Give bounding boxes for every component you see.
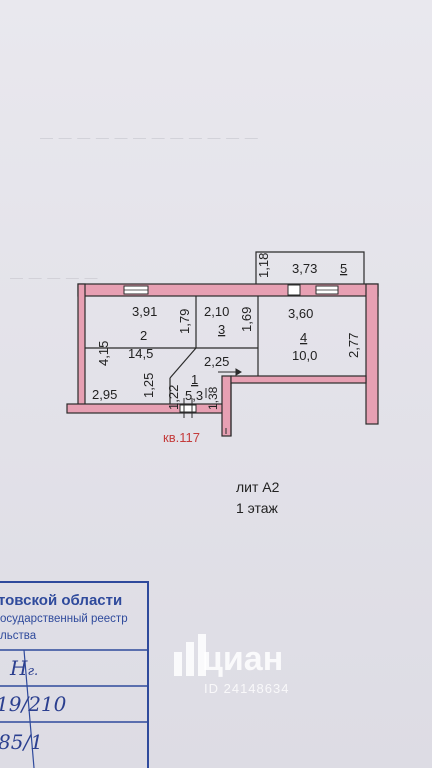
registration-stamp: товской области осударственный реестр ль… [0, 578, 150, 768]
entrance-door [179, 404, 197, 413]
balcony-door [287, 284, 301, 296]
dim-label: 1,38 [206, 386, 220, 410]
partition [169, 347, 197, 379]
room-number: 2 [140, 328, 147, 343]
room-area: 5,3 [185, 388, 203, 403]
dim-label: 1,22 [166, 385, 181, 410]
dim-label: 3,73 [292, 261, 317, 276]
caption-letter: лит А2 [236, 479, 280, 495]
wall-bottom [66, 403, 230, 414]
stamp-handwriting-letter: Н [10, 656, 28, 680]
dim-label: 3,91 [132, 304, 157, 319]
stamp-handwriting: Нг. [10, 656, 38, 680]
dim-label: 2,95 [92, 387, 117, 402]
stamp-line-region: товской области [0, 592, 123, 609]
dim-label: 1,18 [256, 253, 271, 278]
stamp-handwriting-number: 19/210 [0, 692, 67, 716]
wall-corridor [221, 375, 232, 437]
apartment-label: кв.117 [163, 430, 200, 445]
dim-label: 1,25 [141, 373, 156, 398]
dim-label: 2,10 [204, 304, 229, 319]
dim-label: 1,79 [177, 309, 192, 334]
faded-background-text: — — — — — [10, 270, 99, 285]
watermark-id: ID 24148634 [204, 681, 290, 696]
dim-label: 3,60 [288, 306, 313, 321]
stamp-handwriting-code: 85/1 [0, 730, 43, 754]
room-area: 10,0 [292, 348, 317, 363]
room-area: 14,5 [128, 346, 153, 361]
faded-background-text: — — — — — — — — — — — — [40, 130, 259, 145]
stamp-line-registry: осударственный реестр [0, 613, 128, 625]
dim-label: 1,69 [239, 307, 254, 332]
balcony-outline [255, 251, 365, 284]
wall-room4-bottom [230, 375, 367, 384]
dim-label: 2,25 [204, 354, 229, 369]
wall-left [77, 283, 86, 409]
caption-floor: 1 этаж [236, 500, 278, 516]
dim-label: 2,77 [346, 333, 361, 358]
watermark-brand: циан [202, 640, 284, 678]
room-number: 4 [300, 330, 307, 345]
stamp-line-suffix: льства [0, 630, 37, 642]
stamp-handwriting-year: г. [27, 664, 39, 679]
plan-caption: лит А2 1 этаж [236, 477, 279, 519]
room-number: 5 [340, 261, 347, 276]
wall-right [365, 283, 379, 425]
room-number: 3 [218, 322, 225, 337]
cian-logo-icon [174, 634, 206, 676]
room-number: 1 [191, 372, 198, 387]
dim-label: 4,15 [96, 341, 111, 366]
